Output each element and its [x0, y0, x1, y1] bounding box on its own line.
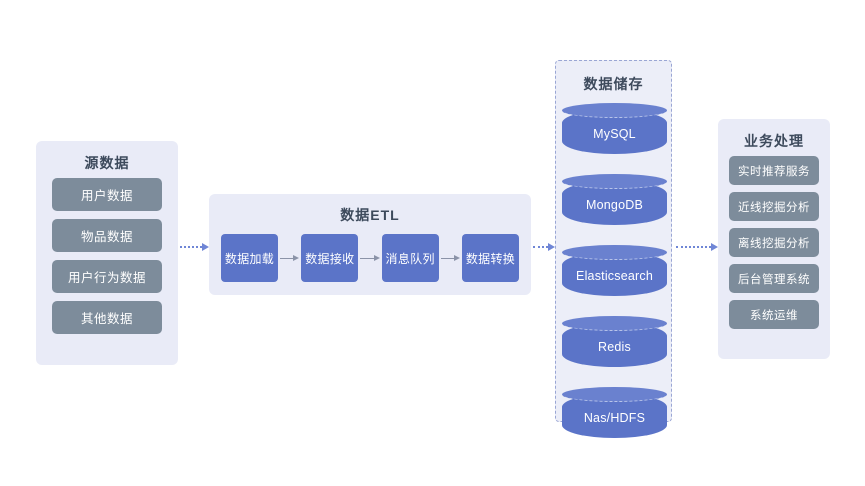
source-data-list: 用户数据 物品数据 用户行为数据 其他数据: [52, 178, 162, 342]
source-item-user-behavior-data[interactable]: 用户行为数据: [52, 260, 162, 293]
business-item-nearline-mining[interactable]: 近线挖掘分析: [729, 192, 819, 221]
etl-step-data-transform[interactable]: 数据转换: [461, 234, 519, 282]
connector-etl-to-storage: [533, 242, 555, 251]
etl-arrow-icon-1: [280, 254, 300, 263]
storage-item-mongodb[interactable]: MongoDB: [562, 174, 667, 230]
source-item-other-data[interactable]: 其他数据: [52, 301, 162, 334]
business-item-realtime-recommendation[interactable]: 实时推荐服务: [729, 156, 819, 185]
connector-line: [533, 245, 548, 248]
data-etl-title: 数据ETL: [340, 207, 400, 223]
arrowhead-icon: [711, 242, 718, 251]
arrowhead-icon: [202, 242, 209, 251]
etl-arrow-icon-2: [360, 254, 380, 263]
storage-label-redis: Redis: [598, 340, 631, 354]
storage-item-nas-hdfs[interactable]: Nas/HDFS: [562, 387, 667, 443]
cylinder-top-ellipse: [562, 174, 667, 189]
storage-label-mongodb: MongoDB: [586, 198, 643, 212]
data-storage-panel: 数据储存 MySQL MongoDB Elasticsearch Redis: [555, 60, 672, 438]
connector-storage-to-business: [676, 242, 718, 251]
data-etl-pipeline: 数据加载 数据接收 消息队列 数据转换: [221, 234, 519, 282]
cylinder-top-ellipse: [562, 387, 667, 402]
cylinder-top-ellipse: [562, 103, 667, 118]
business-processing-title: 业务处理: [744, 133, 804, 149]
data-storage-list: MySQL MongoDB Elasticsearch Redis Nas/HD: [562, 103, 667, 458]
storage-label-elasticsearch: Elasticsearch: [576, 269, 653, 283]
etl-step-message-queue[interactable]: 消息队列: [381, 234, 439, 282]
storage-item-redis[interactable]: Redis: [562, 316, 667, 372]
connector-line: [180, 245, 202, 248]
business-item-admin-system[interactable]: 后台管理系统: [729, 264, 819, 293]
storage-label-mysql: MySQL: [593, 127, 636, 141]
etl-step-data-receive[interactable]: 数据接收: [301, 234, 359, 282]
source-item-item-data[interactable]: 物品数据: [52, 219, 162, 252]
arrowhead-icon: [548, 242, 555, 251]
business-processing-panel: 业务处理 实时推荐服务 近线挖掘分析 离线挖掘分析 后台管理系统 系统运维: [718, 119, 830, 359]
business-processing-list: 实时推荐服务 近线挖掘分析 离线挖掘分析 后台管理系统 系统运维: [729, 156, 819, 336]
business-item-offline-mining[interactable]: 离线挖掘分析: [729, 228, 819, 257]
data-storage-title: 数据储存: [583, 76, 644, 92]
source-item-user-data[interactable]: 用户数据: [52, 178, 162, 211]
cylinder-top-ellipse: [562, 316, 667, 331]
storage-label-nas-hdfs: Nas/HDFS: [583, 411, 646, 425]
storage-item-elasticsearch[interactable]: Elasticsearch: [562, 245, 667, 301]
etl-step-data-load[interactable]: 数据加载: [221, 234, 278, 282]
cylinder-top-ellipse: [562, 245, 667, 260]
source-data-title: 源数据: [84, 155, 130, 171]
etl-arrow-icon-3: [440, 254, 461, 263]
business-item-system-ops[interactable]: 系统运维: [729, 300, 819, 329]
storage-item-mysql[interactable]: MySQL: [562, 103, 667, 159]
connector-line: [676, 245, 711, 248]
source-data-panel: 源数据 用户数据 物品数据 用户行为数据 其他数据: [36, 141, 178, 365]
data-etl-panel: 数据ETL 数据加载 数据接收 消息队列 数据转换: [209, 194, 531, 295]
connector-source-to-etl: [180, 242, 209, 251]
